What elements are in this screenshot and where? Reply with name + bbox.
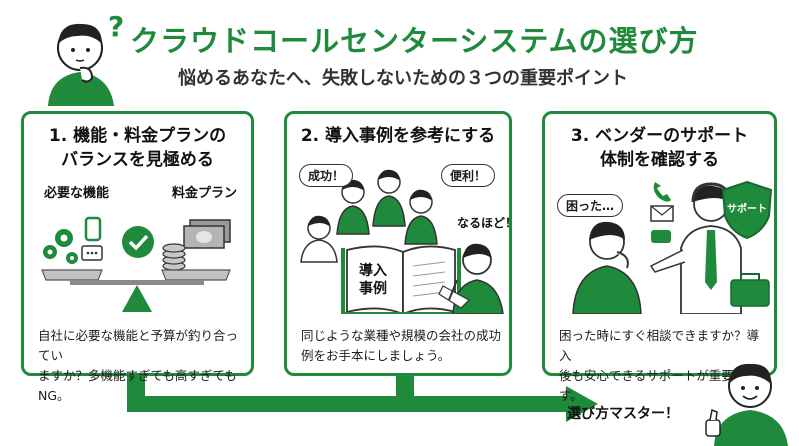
label-price-plan: 料金プラン bbox=[172, 186, 238, 201]
card-3-title: 3. ベンダーのサポート 体制を確認する bbox=[545, 124, 774, 172]
thinking-person-illustration: ? bbox=[48, 10, 124, 106]
aside-naruhodo: なるほど！ bbox=[457, 216, 518, 230]
card-1-text-line2: ますか？多機能すぎても高すぎてもNG。 bbox=[38, 368, 237, 403]
card-1-text-line1: 自社に必要な機能と予算が釣り合ってい bbox=[38, 328, 239, 363]
card-2-text-line2: 例をお手本にしましょう。 bbox=[301, 348, 451, 363]
thumbs-up-icon bbox=[705, 419, 721, 437]
card-2-description: 同じような業種や規模の会社の成功 例をお手本にしましょう。 bbox=[301, 326, 501, 366]
balance-scale-illustration bbox=[41, 216, 231, 312]
card-3-description: 困った時にすぐ相談できますか？導入 後も安心できるサポートが重要です。 bbox=[559, 326, 766, 406]
card-1-description: 自社に必要な機能と予算が釣り合ってい ますか？多機能すぎても高すぎてもNG。 bbox=[38, 326, 243, 406]
card-3-text-line1: 困った時にすぐ相談できますか？導入 bbox=[559, 328, 760, 363]
svg-text:?: ? bbox=[108, 10, 124, 43]
speech-bubble-convenient: 便利！ bbox=[441, 164, 496, 187]
card-1-title-line2: バランスを見極める bbox=[61, 150, 214, 170]
support-illustration bbox=[572, 180, 773, 314]
speech-bubble-success: 成功！ bbox=[299, 164, 354, 187]
gear-icon bbox=[43, 229, 78, 264]
shield-icon bbox=[721, 180, 773, 240]
card-vendor-support: 3. ベンダーのサポート 体制を確認する 困った… サポート 困った時にすぐ相談… bbox=[542, 111, 777, 403]
label-required-functions: 必要な機能 bbox=[44, 186, 110, 201]
card-1-title-line1: 1. 機能・料金プランの bbox=[48, 126, 227, 146]
team-reading-case-study-illustration bbox=[300, 169, 504, 314]
book-cover-text: 導入 事例 bbox=[359, 262, 387, 298]
card-1-title: 1. 機能・料金プランの バランスを見極める bbox=[24, 124, 251, 172]
card-2-title: 2. 導入事例を参考にする bbox=[300, 126, 496, 146]
master-label: 選び方マスター！ bbox=[567, 406, 679, 422]
card-3-title-line2: 体制を確認する bbox=[600, 150, 719, 170]
speech-bubble-trouble: 困った… bbox=[557, 194, 624, 217]
page-subtitle: 悩めるあなたへ、失敗しないための３つの重要ポイント bbox=[178, 68, 628, 89]
book-line2: 事例 bbox=[359, 281, 387, 297]
card-3-title-line1: 3. ベンダーのサポート bbox=[570, 126, 749, 146]
card-case-studies: 2. 導入事例を参考にする bbox=[284, 111, 517, 376]
shield-label: サポート bbox=[727, 204, 767, 215]
thumbs-up-person-illustration bbox=[705, 363, 788, 446]
page-title: クラウドコールセンターシステムの選び方 bbox=[130, 24, 699, 58]
card-function-price: 1. 機能・料金プランの バランスを見極める 必要な機能 料金プラン bbox=[21, 111, 254, 403]
chat-icon bbox=[651, 230, 671, 243]
phone-icon bbox=[653, 182, 671, 202]
card-3-text-line2: 後も安心できるサポートが重要です。 bbox=[559, 368, 747, 403]
card-2-text-line1: 同じような業種や規模の会社の成功 bbox=[301, 328, 502, 343]
toolbox-icon bbox=[730, 279, 770, 307]
book-line1: 導入 bbox=[359, 263, 387, 279]
